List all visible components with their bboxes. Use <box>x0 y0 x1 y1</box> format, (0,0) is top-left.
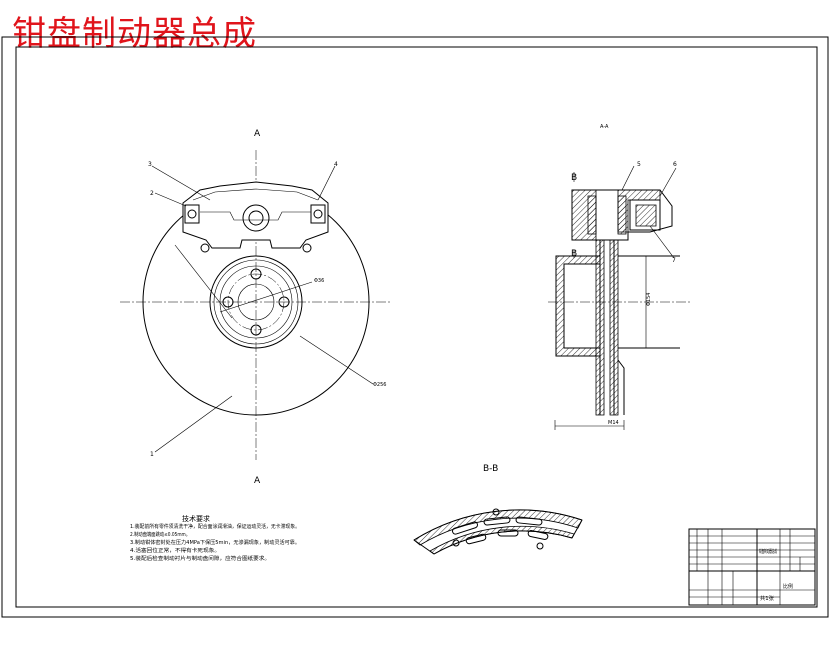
callout-5: 5 <box>637 161 641 168</box>
dim-width: M14 <box>608 420 619 426</box>
tech-req-line: 5.装配后检查制动衬片与制动盘间隙，应符合图纸要求。 <box>130 555 270 562</box>
callout-7: 7 <box>672 257 676 264</box>
callout-3: 3 <box>148 161 152 168</box>
dim-disc-dia: Φ256 <box>373 382 386 388</box>
tech-req-heading: 技术要求 <box>182 514 210 523</box>
bolt-hole <box>250 268 262 280</box>
callout-4: 4 <box>334 161 338 168</box>
tech-req-line: 2.制动盘端面跳动≤0.05mm。 <box>130 531 190 538</box>
callout-6: 6 <box>673 161 677 168</box>
bolt-hole <box>278 296 290 308</box>
callout-1: 1 <box>150 451 154 458</box>
section-label-top-b: B <box>571 173 577 183</box>
dim-hub-dia: Φ36 <box>314 278 324 284</box>
section-label-bottom-a: A <box>254 476 261 486</box>
side-section-view <box>548 165 690 430</box>
side-view-mark: A-A <box>600 124 609 130</box>
tech-req-line: 1.装配前所有零件须清洗干净，配合面涂润滑油，保证运动灵活，无卡滞现象。 <box>130 523 300 530</box>
section-bb-view <box>413 508 583 555</box>
tech-req-line: 4.活塞回位正常，不得有卡死现象。 <box>130 547 220 554</box>
outer-frame <box>1 36 829 618</box>
title-block-name: 钳盘制动器总成 <box>759 548 777 555</box>
bolt-hole <box>250 324 262 336</box>
title-block: 钳盘制动器总成 比例 共1张 <box>688 528 816 606</box>
bolt-hole <box>222 296 234 308</box>
section-label-top-a: A <box>254 129 261 139</box>
front-view <box>120 150 390 460</box>
inner-frame <box>15 46 818 608</box>
dim-bore-dia: Φ154 <box>646 293 652 306</box>
caliper-body <box>182 181 329 249</box>
tech-req-line: 3.制动钳体密封处在压力4MPa下保压5min，无渗漏现象，制动灵活可靠。 <box>130 539 300 546</box>
callout-2: 2 <box>150 190 154 197</box>
section-label-bottom-b: B <box>571 249 577 259</box>
title-block-scale: 比例 <box>783 583 793 590</box>
section-label-bb: B-B <box>483 464 498 474</box>
technical-requirements: 技术要求 1.装配前所有零件须清洗干净，配合面涂润滑油，保证运动灵活，无卡滞现象… <box>130 514 300 562</box>
title-block-sheet: 共1张 <box>760 595 774 602</box>
